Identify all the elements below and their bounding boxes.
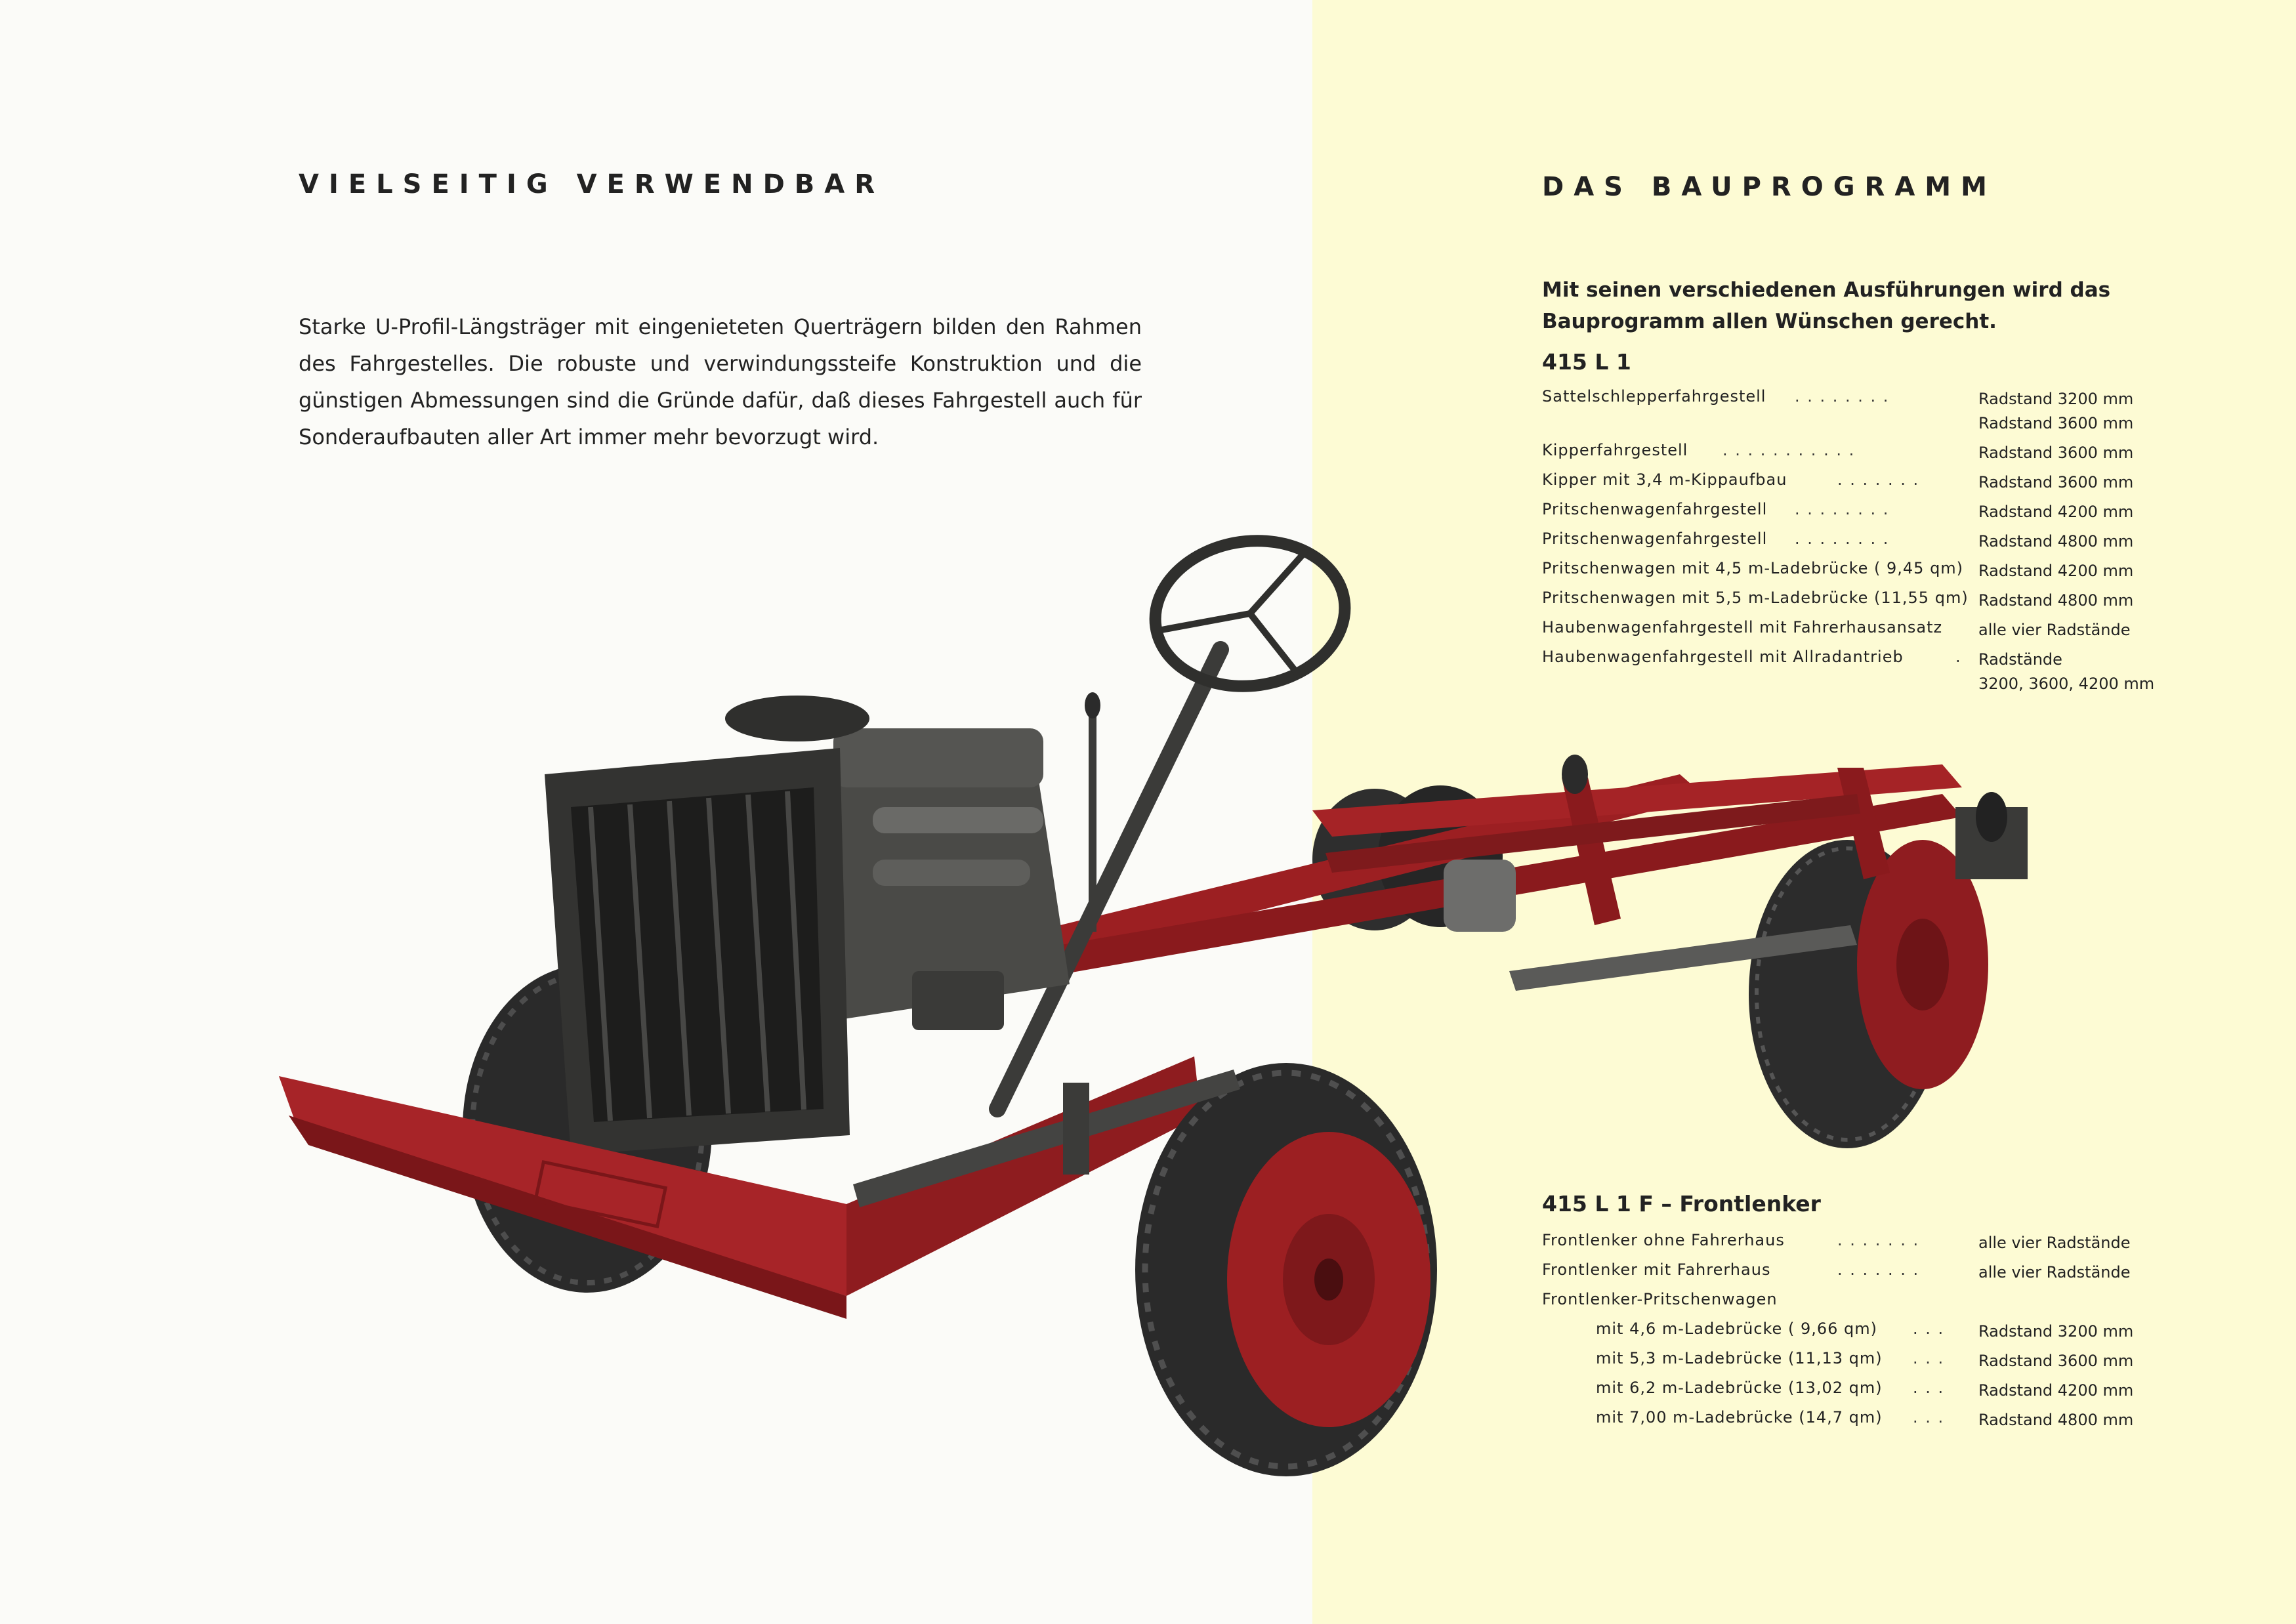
spec-value: alle vier Radstände bbox=[1978, 1263, 2131, 1281]
spec-value: Radstand 4200 mm bbox=[1978, 1381, 2134, 1400]
spec-label: mit 4,6 m-Ladebrücke ( 9,66 qm) bbox=[1596, 1320, 1877, 1338]
spec-label: Pritschenwagenfahrgestell bbox=[1542, 530, 1768, 548]
spec-row: mit 7,00 m-Ladebrücke (14,7 qm) . . . Ra… bbox=[1542, 1408, 2139, 1438]
spec-list-415-l1: Sattelschlepperfahrgestell . . . . . . .… bbox=[1542, 387, 2154, 701]
leader-dots: . . . bbox=[1913, 1349, 1945, 1367]
spec-label: mit 5,3 m-Ladebrücke (11,13 qm) bbox=[1596, 1349, 1883, 1367]
spec-row: Kipper mit 3,4 m-Kippaufbau . . . . . . … bbox=[1542, 470, 2139, 500]
spec-row: Haubenwagenfahrgestell mit Fahrerhausans… bbox=[1542, 618, 2139, 648]
left-heading: VIELSEITIG VERWENDBAR bbox=[299, 169, 885, 199]
spec-label: mit 6,2 m-Ladebrücke (13,02 qm) bbox=[1596, 1379, 1883, 1397]
spec-label: Frontlenker mit Fahrerhaus bbox=[1542, 1260, 1771, 1279]
spec-label: Pritschenwagen mit 5,5 m-Ladebrücke (11,… bbox=[1542, 589, 1969, 607]
spec-row: Pritschenwagen mit 5,5 m-Ladebrücke (11,… bbox=[1542, 589, 2139, 618]
spec-row: Pritschenwagenfahrgestell . . . . . . . … bbox=[1542, 500, 2139, 530]
spec-value: Radstand 3600 mm bbox=[1978, 444, 2134, 462]
spec-value: Radstand 4800 mm bbox=[1978, 532, 2134, 551]
program-intro: Mit seinen verschiedenen Ausführungen wi… bbox=[1542, 278, 2111, 333]
section-title-415-l1: 415 L 1 bbox=[1542, 349, 1631, 375]
steering-assembly bbox=[989, 535, 1351, 1117]
spec-row: Kipperfahrgestell . . . . . . . . . . . … bbox=[1542, 441, 2139, 470]
leader-dots: . . . bbox=[1913, 1379, 1945, 1397]
spec-row: Pritschenwagen mit 4,5 m-Ladebrücke ( 9,… bbox=[1542, 559, 2139, 589]
leader-dots: . . . bbox=[1913, 1320, 1945, 1338]
spec-value: alle vier Radstände bbox=[1978, 1234, 2131, 1252]
leader-dots: . bbox=[1955, 648, 1962, 666]
rear-axle bbox=[1562, 755, 2028, 879]
spec-value: alle vier Radstände bbox=[1978, 621, 2131, 639]
spec-row: mit 4,6 m-Ladebrücke ( 9,66 qm) . . . Ra… bbox=[1542, 1320, 2139, 1349]
spec-label: Sattelschlepperfahrgestell bbox=[1542, 387, 1766, 406]
leader-dots: . . . . . . . bbox=[1837, 1260, 1920, 1279]
leader-dots: . . . . . . . . bbox=[1795, 387, 1890, 406]
spec-label: Kipperfahrgestell bbox=[1542, 441, 1688, 459]
front-axle bbox=[853, 1070, 1240, 1207]
spec-row: mit 6,2 m-Ladebrücke (13,02 qm) . . . Ra… bbox=[1542, 1379, 2139, 1408]
chassis-illustration bbox=[279, 535, 2028, 1476]
chassis-description: Starke U-Profil-Längsträger mit eingenie… bbox=[299, 314, 1142, 449]
rear-right-wheel bbox=[1749, 840, 1988, 1148]
leader-dots: . . . . . . . . bbox=[1795, 530, 1890, 548]
spec-value: Radstand 4200 mm bbox=[1978, 562, 2134, 580]
leader-dots: . . . . . . . bbox=[1837, 470, 1920, 489]
spec-label: Kipper mit 3,4 m-Kippaufbau bbox=[1542, 470, 1787, 489]
spec-value: Radstand 4800 mm bbox=[1978, 591, 2134, 610]
front-right-wheel bbox=[1135, 1063, 1437, 1476]
spec-row: Pritschenwagenfahrgestell . . . . . . . … bbox=[1542, 530, 2139, 559]
spec-label: Pritschenwagen mit 4,5 m-Ladebrücke ( 9,… bbox=[1542, 559, 1964, 577]
right-heading: DAS BAUPROGRAMM bbox=[1542, 172, 1997, 202]
spec-row: Haubenwagenfahrgestell mit Allradantrieb… bbox=[1542, 648, 2154, 701]
leader-dots: . . . bbox=[1913, 1408, 1945, 1426]
spec-value: Radstand 4800 mm bbox=[1978, 1411, 2134, 1429]
spec-row: Sattelschlepperfahrgestell . . . . . . .… bbox=[1542, 387, 2139, 441]
spec-value: Radstand 4200 mm bbox=[1978, 503, 2134, 521]
spec-row: Frontlenker ohne Fahrerhaus . . . . . . … bbox=[1542, 1231, 2139, 1260]
spec-label: Haubenwagenfahrgestell mit Fahrerhausans… bbox=[1542, 618, 1943, 636]
spec-label: Pritschenwagenfahrgestell bbox=[1542, 500, 1768, 518]
spec-row: Frontlenker-Pritschenwagen bbox=[1542, 1290, 2139, 1320]
spec-label: Haubenwagenfahrgestell mit Allradantrieb bbox=[1542, 648, 1904, 666]
spec-label: mit 7,00 m-Ladebrücke (14,7 qm) bbox=[1596, 1408, 1883, 1426]
spec-value: Radstand 3600 mm bbox=[1978, 1352, 2134, 1370]
spec-label: Frontlenker-Pritschenwagen bbox=[1542, 1290, 1778, 1308]
radiator bbox=[545, 748, 850, 1155]
spec-value: Radstand 3200 mm bbox=[1978, 1322, 2134, 1341]
engine bbox=[725, 696, 1070, 1030]
spec-row: mit 5,3 m-Ladebrücke (11,13 qm) . . . Ra… bbox=[1542, 1349, 2139, 1379]
leader-dots: . . . . . . . bbox=[1837, 1231, 1920, 1249]
spec-value: Radstand 3600 mm bbox=[1978, 473, 2134, 491]
section-title-415-l1f: 415 L 1 F – Frontlenker bbox=[1542, 1191, 1821, 1217]
spec-row: Frontlenker mit Fahrerhaus . . . . . . .… bbox=[1542, 1260, 2139, 1290]
leader-dots: . . . . . . . . bbox=[1795, 500, 1890, 518]
leader-dots: . . . . . . . . . . . bbox=[1722, 441, 1856, 459]
spec-label: Frontlenker ohne Fahrerhaus bbox=[1542, 1231, 1785, 1249]
spec-list-415-l1f: Frontlenker ohne Fahrerhaus . . . . . . … bbox=[1542, 1231, 2139, 1438]
